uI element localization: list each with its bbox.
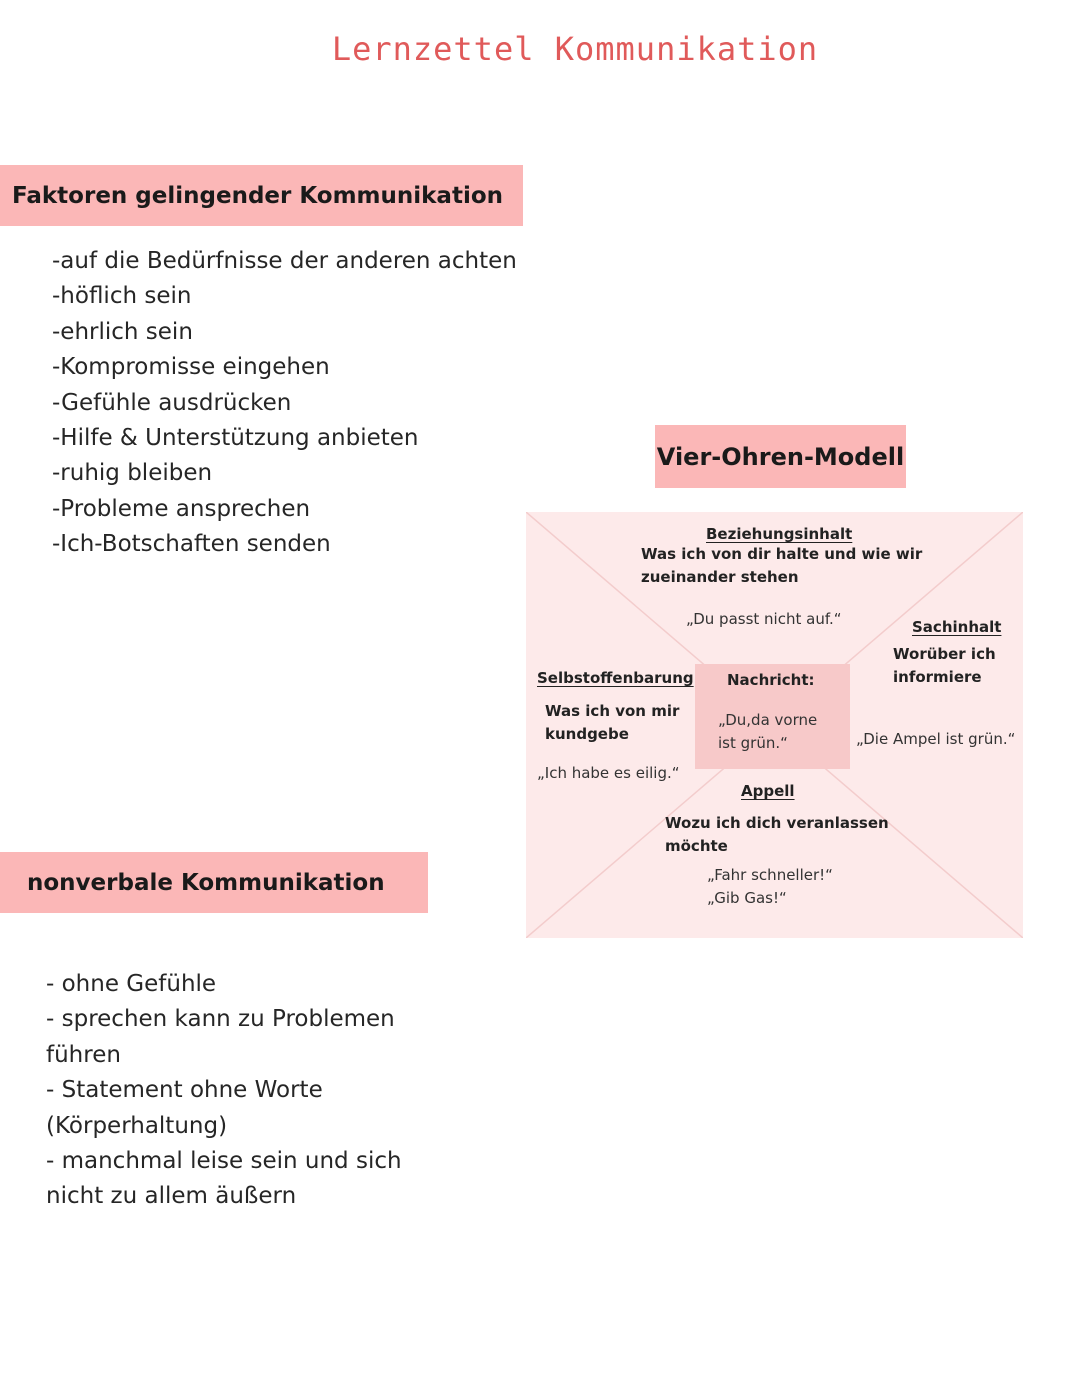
beziehungsinhalt-desc-1: Was ich von dir halte und wie wir	[641, 545, 923, 563]
sachinhalt-label: Sachinhalt	[912, 618, 1002, 636]
list-item: -ehrlich sein	[52, 318, 193, 345]
list-line: - Statement ohne Worte	[46, 1077, 323, 1104]
nachricht-text-1: „Du,da vorne	[718, 711, 818, 729]
nonverbal-list: - ohne Gefühle - sprechen kann zu Proble…	[46, 967, 426, 1215]
nachricht-box	[695, 664, 850, 769]
list-item: -Gefühle ausdrücken	[52, 389, 292, 416]
selbstoffenbarung-desc-1: Was ich von mir	[545, 702, 680, 720]
beziehungsinhalt-label: Beziehungsinhalt	[706, 525, 853, 543]
list-line: - sprechen kann zu Problemen	[46, 1006, 395, 1033]
selbstoffenbarung-desc-2: kundgebe	[545, 725, 629, 743]
list-line: nicht zu allem äußern	[46, 1183, 297, 1210]
list-item: -Ich-Botschaften senden	[52, 531, 331, 558]
list-line: - manchmal leise sein und sich	[46, 1148, 402, 1175]
section-heading-faktoren: Faktoren gelingender Kommunikation	[0, 165, 523, 226]
list-line: führen	[46, 1041, 121, 1068]
selbstoffenbarung-label: Selbstoffenbarung	[537, 669, 694, 687]
list-line: (Körperhaltung)	[46, 1112, 228, 1139]
appell-desc-1: Wozu ich dich veranlassen	[665, 814, 889, 832]
sachinhalt-desc-2: informiere	[893, 668, 982, 686]
appell-quote-2: „Gib Gas!“	[707, 889, 787, 907]
section-heading-vier-ohren: Vier-Ohren-Modell	[655, 425, 906, 488]
section-heading-nonverbal: nonverbale Kommunikation	[0, 852, 428, 913]
list-item: -höflich sein	[52, 283, 192, 310]
appell-label: Appell	[741, 782, 795, 800]
nachricht-label: Nachricht:	[727, 671, 815, 689]
list-line: - ohne Gefühle	[46, 971, 217, 997]
list-item: -Probleme ansprechen	[52, 495, 311, 522]
sachinhalt-desc-1: Worüber ich	[893, 645, 996, 663]
list-item: -ruhig bleiben	[52, 460, 213, 487]
list-item: -auf die Bedürfnisse der anderen achten	[52, 248, 517, 274]
beziehungsinhalt-desc-2: zueinander stehen	[641, 568, 799, 586]
vier-ohren-diagram: Beziehungsinhalt Was ich von dir halte u…	[526, 512, 1023, 938]
appell-desc-2: möchte	[665, 837, 728, 855]
appell-quote-1: „Fahr schneller!“	[707, 866, 833, 884]
page-title: Lernzettel Kommunikation	[331, 30, 819, 68]
nachricht-text-2: ist grün.“	[718, 734, 788, 752]
faktoren-list: -auf die Bedürfnisse der anderen achten …	[52, 244, 517, 563]
list-item: -Kompromisse eingehen	[52, 354, 330, 381]
list-item: -Hilfe & Unterstützung anbieten	[52, 424, 419, 451]
sachinhalt-quote: „Die Ampel ist grün.“	[856, 730, 1016, 748]
beziehungsinhalt-quote: „Du passt nicht auf.“	[686, 610, 842, 628]
selbstoffenbarung-quote: „Ich habe es eilig.“	[537, 764, 680, 782]
